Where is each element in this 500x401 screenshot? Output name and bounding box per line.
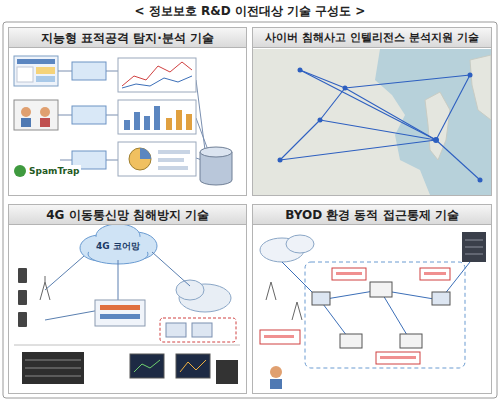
panel-heading: 4G 이동통신망 침해방지 기술	[9, 205, 246, 225]
panel-heading: 지능형 표적공격 탐지·분석 기술	[9, 28, 246, 48]
outer-frame	[3, 22, 497, 398]
technology-panel: 사이버 침해사고 인텔리전스 분석지원 기술	[252, 27, 492, 196]
mobile-network-illustration	[14, 224, 240, 384]
panel-heading: BYOD 환경 동적 접근통제 기술	[253, 205, 491, 225]
intelligence-map	[253, 49, 491, 195]
diagram-title: < 정보보호 R&D 이전대상 기술 구성도 >	[0, 3, 500, 20]
technology-panel: 4G 이동통신망 침해방지 기술	[8, 204, 247, 394]
byod-illustration	[260, 232, 486, 389]
analysis-illustration	[14, 56, 232, 185]
panel-heading: 사이버 침해사고 인텔리전스 분석지원 기술	[253, 28, 491, 48]
logo-text: SpamTrap	[27, 165, 81, 177]
technology-panel: BYOD 환경 동적 접근통제 기술	[252, 204, 492, 394]
network-label: 4G 코어망	[94, 240, 142, 252]
